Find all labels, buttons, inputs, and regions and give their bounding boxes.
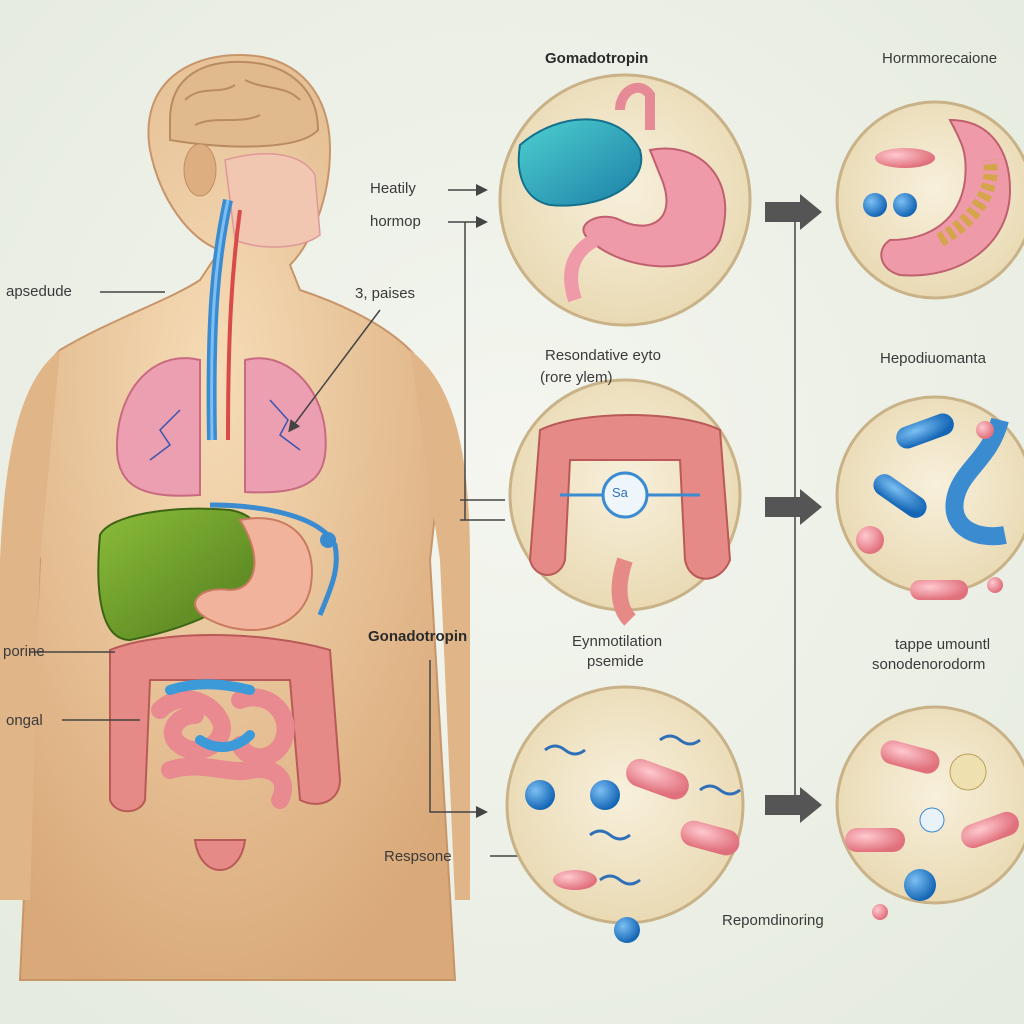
label-vongal: ongal — [6, 712, 43, 729]
label-heatly: Heatily — [370, 180, 416, 197]
label-eymotilation-line2: psemide — [587, 653, 644, 670]
circle-badge-label: Sa — [612, 485, 628, 500]
label-repomining: Repomdinoring — [722, 912, 824, 929]
circle-panel-mixed — [835, 705, 1024, 920]
circle-panel-colon — [508, 378, 742, 626]
label-sporine: porine — [3, 643, 45, 660]
human-body — [0, 53, 470, 981]
label-tappe-line2: sonodenorodorm — [872, 656, 986, 673]
arrow-right-icon — [765, 194, 822, 823]
label-pulses: 3, paises — [355, 285, 416, 302]
circle-panel-stomach-contents — [835, 100, 1024, 300]
circle-panel-microbes — [505, 685, 745, 943]
label-eymotilation-line1: Eynmotilation — [572, 633, 663, 650]
circle-panel-stomach — [498, 73, 752, 327]
label-capsule: apsedude — [6, 283, 72, 300]
label-gonadotropin-top: Gomadotropin — [545, 50, 649, 67]
label-hormop: hormop — [370, 213, 421, 230]
label-respond-line1: Resondative eyto — [545, 347, 661, 364]
label-hepo: Hepodiuomanta — [880, 350, 986, 367]
label-response: Respsone — [384, 848, 452, 865]
label-tappe-line1: tappe umountl — [895, 636, 991, 653]
label-hormone-top-right: Hormmorecaione — [882, 50, 998, 67]
label-gonadotropin-mid: Gonadotropin — [368, 628, 468, 645]
circle-panel-pills — [835, 395, 1024, 600]
label-respond-line2: (rore ylem) — [540, 369, 613, 386]
